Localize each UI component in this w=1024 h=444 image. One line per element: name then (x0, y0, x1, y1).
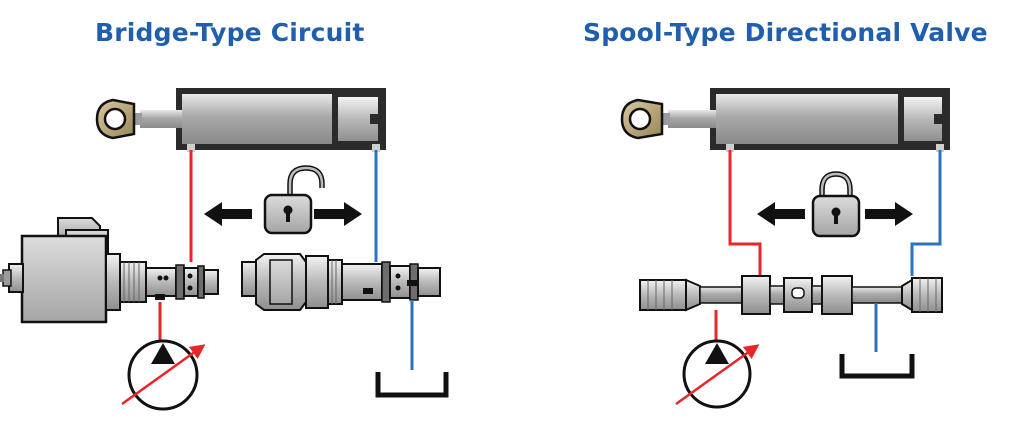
solenoid-coil (0, 217, 109, 324)
return-line-right (910, 150, 942, 276)
rod-eye-left (95, 98, 136, 140)
variable-pump-icon-left (121, 339, 206, 411)
tank-icon-left (375, 372, 449, 398)
solenoid-cartridge-valve (105, 253, 219, 311)
arrow-right-icon (865, 202, 913, 226)
rod-eye-right (620, 98, 664, 140)
tank-icon-right (839, 354, 915, 379)
spool-valve-body (639, 275, 943, 315)
spool-type-valve-title: Spool-Type Directional Valve (583, 18, 988, 47)
bridge-type-circuit-title: Bridge-Type Circuit (95, 18, 365, 47)
arrow-right-icon (314, 202, 362, 226)
check-valve-cartridge (241, 253, 441, 311)
arrow-left-icon (757, 202, 805, 226)
bridge-circuit-diagram (0, 88, 449, 411)
arrow-left-icon (204, 202, 252, 226)
spool-valve-diagram (620, 88, 950, 409)
hydraulic-cylinder-left (95, 88, 386, 152)
hydraulic-cylinder-right (620, 88, 950, 152)
locked-padlock-icon (811, 171, 861, 238)
variable-pump-icon-right (675, 339, 760, 409)
unlocked-padlock-icon (263, 165, 325, 235)
pressure-line-right (728, 150, 762, 276)
